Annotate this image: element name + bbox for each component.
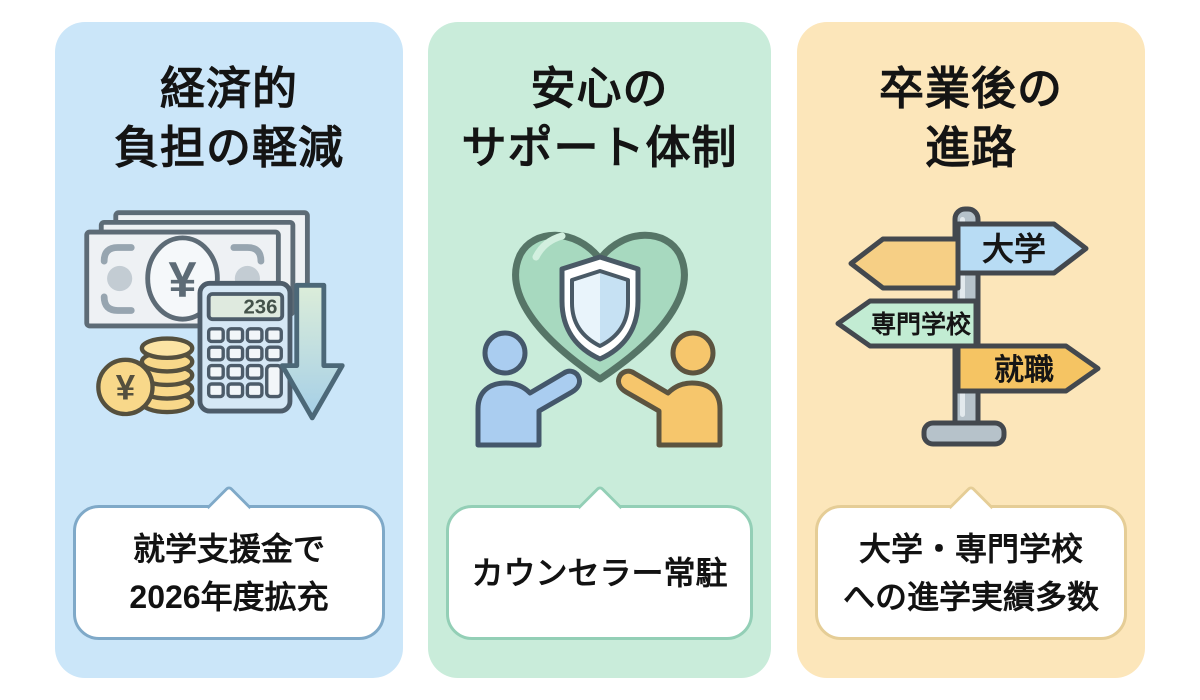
- callout-bubble: カウンセラー常駐: [446, 484, 753, 640]
- bubble-pointer: [576, 484, 623, 530]
- person-orange-icon: [615, 330, 722, 448]
- card-title-line1: 経済的: [159, 63, 298, 114]
- person-blue-icon: [475, 330, 582, 448]
- bubble-pointer: [948, 484, 994, 530]
- card-title-line2: 負担の軽減: [113, 121, 344, 173]
- bubble-pointer: [206, 484, 252, 530]
- bubble-text-line1: カウンセラー常駐: [471, 554, 728, 591]
- card-economic-burden: 経済的 負担の軽減: [55, 22, 403, 678]
- sign-blank: [848, 236, 961, 291]
- card-title: 卒業後の 進路: [797, 60, 1145, 177]
- coins-icon: ¥: [96, 336, 195, 417]
- banknote-yen-symbol: ¥: [169, 251, 197, 308]
- callout-bubble: 大学・専門学校 への進学実績多数: [815, 484, 1127, 640]
- down-arrow-icon: [279, 282, 345, 421]
- calculator-display: 236: [243, 296, 277, 318]
- sign-vocational-label: 専門学校: [871, 310, 972, 339]
- sign-vocational-school: 専門学校: [835, 298, 979, 349]
- card-title-line1: 卒業後の: [878, 63, 1063, 114]
- card-title: 経済的 負担の軽減: [55, 60, 403, 177]
- card-title-line1: 安心の: [530, 63, 669, 114]
- sign-university: 大学: [955, 221, 1089, 276]
- calculator-icon: 236: [197, 280, 293, 414]
- sign-employment-label: 就職: [994, 354, 1054, 387]
- shield-icon: [559, 254, 640, 362]
- bubble-text-line2: 2026年度拡充: [129, 578, 329, 615]
- card-title-line2: サポート体制: [461, 121, 738, 173]
- sign-employment: 就職: [955, 343, 1101, 394]
- bubble-text-line1: 就学支援金で: [132, 530, 325, 567]
- card-career-paths: 卒業後の 進路 大学 専門学校: [797, 22, 1145, 678]
- signpost-icon: 大学 専門学校 就職: [797, 195, 1145, 453]
- coin-yen-symbol: ¥: [116, 368, 136, 407]
- heart-shield-people-icon: [428, 195, 771, 453]
- card-title: 安心の サポート体制: [428, 60, 771, 177]
- bubble-text-line2: への進学実績多数: [842, 578, 1099, 615]
- bubble-text-line1: 大学・専門学校: [858, 530, 1083, 567]
- signpost-base: [921, 420, 1007, 447]
- card-support-system: 安心の サポート体制: [428, 22, 771, 678]
- money-calculator-arrow-icon: ¥ ¥ 236: [55, 195, 403, 453]
- callout-bubble: 就学支援金で 2026年度拡充: [73, 484, 385, 640]
- card-title-line2: 進路: [924, 121, 1017, 173]
- sign-university-label: 大学: [982, 231, 1046, 267]
